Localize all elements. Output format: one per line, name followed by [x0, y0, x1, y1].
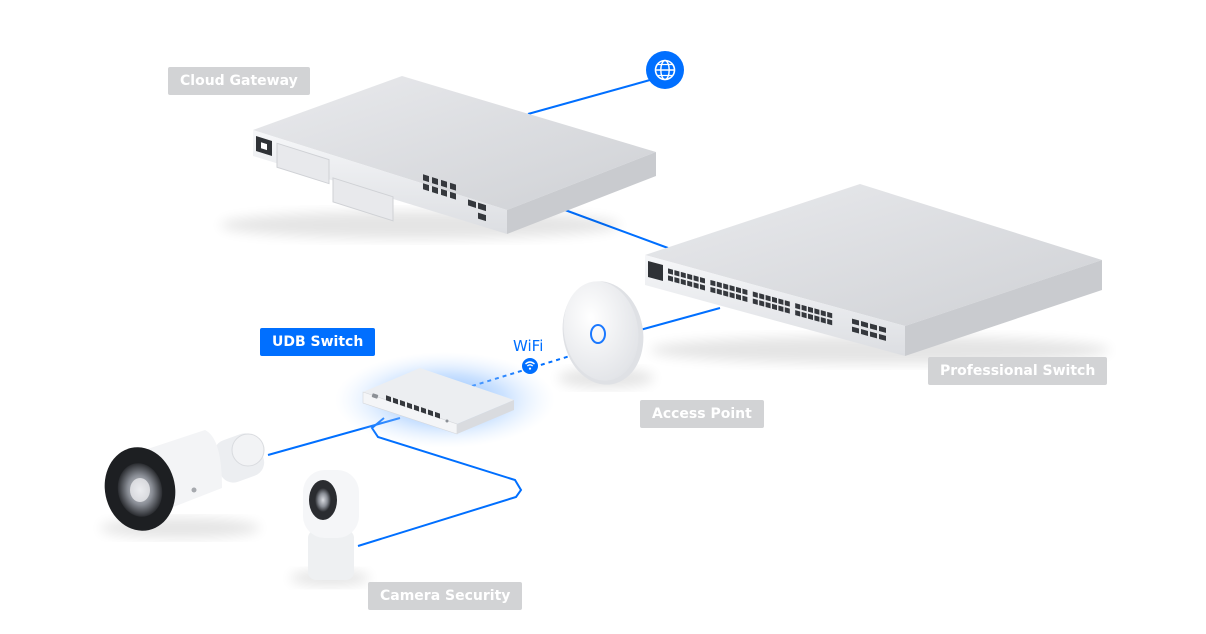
switch-port [729, 292, 735, 299]
switch-port [693, 275, 699, 282]
switch-port [765, 302, 771, 309]
sfp-port [870, 323, 877, 331]
cloud-gateway-device [220, 76, 656, 239]
switch-port [710, 279, 716, 287]
sfp-port [870, 331, 877, 339]
switch-port [668, 268, 673, 275]
switch-port [700, 277, 705, 284]
switch-port [736, 286, 741, 294]
switch-port [716, 288, 722, 296]
switch-port [808, 313, 813, 320]
professional-switch-device [645, 184, 1110, 364]
switch-port [795, 303, 801, 310]
label-cloud-gateway: Cloud Gateway [168, 67, 310, 95]
switch-port [784, 307, 790, 314]
switch-port [801, 304, 807, 312]
sfp-port [879, 333, 886, 341]
switch-port [814, 315, 820, 322]
switch-port [752, 298, 758, 305]
switch-port [778, 298, 784, 305]
bullet-camera-device [100, 430, 265, 538]
switch-port [795, 310, 801, 317]
switch-port [710, 286, 716, 294]
switch-port [752, 291, 758, 298]
switch-port [759, 293, 765, 300]
switch-port [687, 280, 693, 287]
switch-port [680, 271, 686, 279]
label-professional-switch: Professional Switch [928, 357, 1108, 385]
switch-port [820, 310, 826, 317]
sfp-port [861, 321, 868, 328]
label-camera-security: Camera Security [368, 582, 523, 610]
sfp-port [852, 318, 859, 326]
link-gateway-internet [527, 79, 651, 115]
switch-port [700, 284, 705, 291]
switch-port [674, 277, 680, 284]
label-udb-switch: UDB Switch [260, 328, 376, 356]
switch-port [742, 295, 748, 303]
switch-port [729, 285, 735, 292]
switch-port [820, 317, 826, 324]
wifi-icon [522, 358, 538, 374]
switch-port [827, 311, 833, 319]
dome-camera-device [290, 470, 370, 586]
switch-port [742, 288, 748, 296]
udb-switch-device [335, 352, 555, 448]
switch-port [680, 278, 686, 286]
link-pro-switch-access-point [639, 307, 721, 331]
label-wifi: WiFi [513, 337, 544, 355]
switch-port [736, 293, 741, 301]
switch-port [827, 318, 833, 326]
switch-port [778, 305, 784, 312]
switch-port [772, 296, 777, 304]
switch-port [687, 273, 693, 280]
switch-port [693, 282, 699, 289]
sfp-port [852, 326, 859, 334]
switch-port [723, 290, 729, 297]
switch-port [765, 295, 771, 302]
switch-port [716, 281, 722, 289]
switch-port [674, 270, 680, 277]
switch-port [784, 300, 790, 307]
switch-port [723, 283, 729, 290]
globe-icon [646, 51, 684, 89]
switch-port [759, 300, 765, 307]
sfp-port [861, 329, 868, 336]
switch-port [814, 308, 820, 315]
switch-port [668, 275, 673, 282]
switch-port [801, 311, 807, 319]
sfp-port [879, 325, 886, 333]
label-access-point: Access Point [640, 400, 764, 428]
access-point-device [558, 281, 654, 388]
switch-port [808, 306, 813, 313]
link-gateway-pro-switch [564, 209, 669, 249]
switch-port [772, 303, 777, 311]
